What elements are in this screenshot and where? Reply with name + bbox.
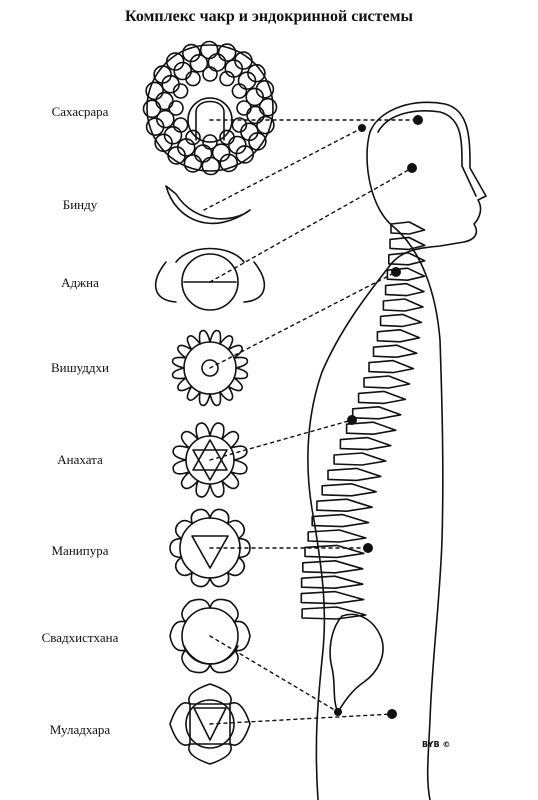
label-vishuddhi: Вишуддхи xyxy=(50,360,109,375)
vertebra-icon xyxy=(351,406,402,420)
vertebra-icon xyxy=(386,267,426,281)
lotus-cell-icon xyxy=(231,83,248,99)
lotus-cell-icon xyxy=(153,65,172,84)
lotus-cell-icon xyxy=(185,70,201,87)
lotus-cell-icon xyxy=(173,61,192,81)
label-svadhisthana: Свадхистхана xyxy=(41,630,119,645)
lotus-cell-icon xyxy=(167,146,186,165)
sahasrara-symbol-icon xyxy=(142,40,278,176)
lotus-cell-icon xyxy=(246,105,265,125)
lotus-petal-ring-icon xyxy=(169,508,251,588)
lotus-cell-icon xyxy=(228,135,247,155)
lotus-cell-icon xyxy=(199,40,219,60)
lotus-cell-icon xyxy=(256,115,275,135)
anahata-symbol-icon xyxy=(172,422,248,498)
lotus-cell-icon xyxy=(142,99,162,119)
connector-bindu xyxy=(203,127,363,211)
vertebra-icon xyxy=(376,329,421,343)
vertebra-icon xyxy=(382,298,424,312)
vertebra-icon xyxy=(384,282,425,297)
vertebra-icon xyxy=(311,513,370,528)
vishuddhi-symbol-icon xyxy=(171,329,249,407)
vertebra-icon xyxy=(379,313,423,328)
vertebra-icon xyxy=(363,375,411,389)
lotus-cell-icon xyxy=(172,83,189,99)
lotus-cell-icon xyxy=(182,43,201,63)
lotus-cell-icon xyxy=(247,63,266,83)
label-manipura: Манипура xyxy=(51,543,109,558)
svadhisthana-symbol-icon xyxy=(169,598,251,674)
back-outline-icon xyxy=(366,131,444,800)
lotus-cell-icon xyxy=(255,80,275,99)
lotus-cell-icon xyxy=(155,91,174,111)
vertebra-icon xyxy=(304,544,365,559)
muladhara-symbol-icon xyxy=(169,683,251,765)
connector-anahata xyxy=(209,419,353,461)
body-outline-icon xyxy=(307,101,487,800)
lotus-petal-ring-icon xyxy=(172,422,248,498)
spine-icon xyxy=(300,221,426,620)
vertebra-icon xyxy=(316,498,373,512)
lotus-cell-icon xyxy=(172,117,189,133)
vertebra-icon xyxy=(368,359,415,374)
lotus-petal-ring-icon xyxy=(169,598,251,674)
label-ajna: Аджна xyxy=(61,275,99,290)
lotus-cell-icon xyxy=(219,70,235,87)
lotus-cell-icon xyxy=(237,71,257,90)
vertebra-icon xyxy=(300,590,365,605)
vertebra-icon xyxy=(339,436,392,451)
label-anahata: Анахата xyxy=(57,452,103,467)
lotus-cell-icon xyxy=(201,156,221,176)
lotus-cell-icon xyxy=(154,133,173,153)
lotus-cell-icon xyxy=(235,145,255,164)
vertebra-icon xyxy=(327,467,382,482)
vertebra-icon xyxy=(300,575,364,589)
connector-svadhisthana xyxy=(209,635,339,713)
vertebra-icon xyxy=(307,529,367,543)
label-sahasrara: Сахасрара xyxy=(51,104,109,119)
sacrum-icon xyxy=(329,613,384,713)
body-points xyxy=(334,115,423,719)
lotus-cell-icon xyxy=(258,97,278,117)
head-inner-outline-icon xyxy=(377,110,477,197)
lotus-cell-icon xyxy=(185,129,201,146)
credit-mark: BYB © xyxy=(422,740,451,749)
lotus-cell-icon xyxy=(217,43,237,62)
lotus-cell-icon xyxy=(165,52,185,71)
label-bindu: Бинду xyxy=(62,197,98,212)
lotus-petal-ring-icon xyxy=(169,683,251,765)
lotus-petal-ring-icon xyxy=(171,329,249,407)
vertebra-icon xyxy=(301,606,367,620)
lotus-cell-icon xyxy=(145,117,165,136)
connector-ajna xyxy=(209,167,413,283)
vertebra-icon xyxy=(302,560,364,574)
label-muladhara: Муладхара xyxy=(49,722,111,737)
lotus-cell-icon xyxy=(163,126,183,145)
lotus-cell-icon xyxy=(219,153,238,173)
lotus-cell-icon xyxy=(219,129,235,146)
lotus-cell-icon xyxy=(207,53,227,72)
diagram-title: Комплекс чакр и эндокринной системы xyxy=(125,8,413,25)
vertebra-icon xyxy=(357,390,407,405)
vertebra-icon xyxy=(321,483,377,497)
vertebra-icon xyxy=(345,421,397,435)
lotus-cell-icon xyxy=(183,154,203,173)
vertebra-icon xyxy=(390,221,426,235)
lotus-cell-icon xyxy=(248,132,267,151)
vertebra-icon xyxy=(388,252,426,266)
vertebra-icon xyxy=(389,236,426,251)
lotus-cell-icon xyxy=(145,81,164,101)
bindu-symbol-icon xyxy=(165,185,251,225)
lotus-cell-icon xyxy=(193,144,213,163)
connector-muladhara xyxy=(209,713,393,725)
vertebra-icon xyxy=(333,452,387,466)
vertebra-icon xyxy=(372,344,418,358)
lotus-cell-icon xyxy=(234,51,253,70)
ajna-symbol-icon xyxy=(154,247,266,311)
lotus-cell-icon xyxy=(231,117,248,133)
manipura-symbol-icon xyxy=(169,508,251,588)
